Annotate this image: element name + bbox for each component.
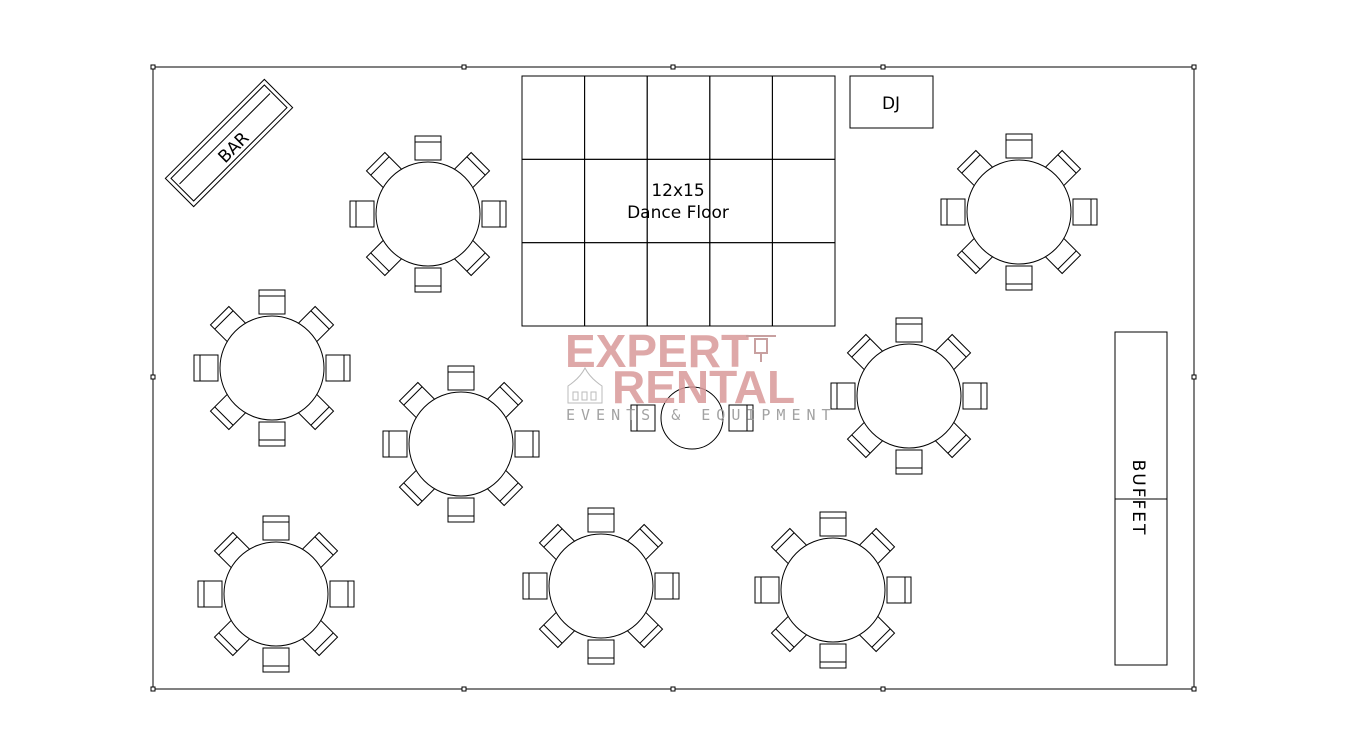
- chair[interactable]: [587, 507, 615, 533]
- tent-pole-marker: [150, 686, 156, 692]
- round-table[interactable]: [830, 317, 988, 475]
- chair[interactable]: [962, 382, 988, 410]
- tent-pole-marker: [150, 374, 156, 380]
- chair[interactable]: [587, 639, 615, 665]
- chair[interactable]: [447, 497, 475, 523]
- dance-floor-panel: [771, 75, 836, 160]
- tent-pole-marker: [880, 686, 886, 692]
- tent-pole-marker: [670, 686, 676, 692]
- chair[interactable]: [258, 289, 286, 315]
- logo-text-expert: EXPERT: [565, 325, 749, 377]
- round-table[interactable]: [382, 365, 540, 523]
- chair[interactable]: [630, 404, 656, 432]
- chair[interactable]: [258, 421, 286, 447]
- chair[interactable]: [262, 515, 290, 541]
- chair[interactable]: [728, 404, 754, 432]
- jackhammer-logo-icon: [746, 335, 776, 362]
- dance-floor-panel: [584, 242, 648, 327]
- tent-outline: [150, 64, 1197, 692]
- dance-floor[interactable]: [521, 75, 836, 327]
- chair[interactable]: [886, 576, 912, 604]
- table-top: [219, 315, 325, 421]
- table-top: [660, 386, 724, 450]
- dance-floor-label: Dance Floor: [627, 203, 729, 223]
- dance-floor-panel: [646, 158, 711, 244]
- chair[interactable]: [197, 580, 223, 608]
- table-top: [408, 391, 514, 497]
- tables: [193, 133, 1098, 673]
- table-top: [375, 161, 481, 267]
- chair[interactable]: [1005, 265, 1033, 291]
- dance-floor-panel: [521, 242, 586, 327]
- tent-pole-marker: [461, 64, 467, 70]
- table-top: [548, 533, 654, 639]
- buffet[interactable]: BUFFET: [1114, 331, 1168, 666]
- table-top: [966, 159, 1072, 265]
- tent-logo-icon: [567, 366, 603, 404]
- chair[interactable]: [1072, 198, 1098, 226]
- round-table[interactable]: [193, 289, 351, 447]
- dance-floor-panel: [521, 75, 586, 160]
- chair[interactable]: [819, 643, 847, 669]
- dance-floor-panel: [771, 158, 836, 244]
- dance-floor-panel: [709, 158, 773, 244]
- round-table[interactable]: [349, 135, 507, 293]
- chair[interactable]: [329, 580, 355, 608]
- dance-floor-panel: [709, 242, 773, 327]
- chair[interactable]: [447, 365, 475, 391]
- buffet-label: BUFFET: [1128, 460, 1148, 537]
- dj-label: DJ: [882, 94, 900, 114]
- tent-pole-marker: [670, 64, 676, 70]
- chair[interactable]: [858, 527, 896, 565]
- chair[interactable]: [895, 317, 923, 343]
- chair[interactable]: [514, 430, 540, 458]
- chair[interactable]: [325, 354, 351, 382]
- dance-floor-panel: [646, 75, 711, 160]
- tent-pole-marker: [1191, 686, 1197, 692]
- chair[interactable]: [830, 382, 856, 410]
- tent-pole-marker: [880, 64, 886, 70]
- chair[interactable]: [481, 200, 507, 228]
- round-table[interactable]: [940, 133, 1098, 291]
- chair[interactable]: [193, 354, 219, 382]
- small-round-table[interactable]: [630, 386, 754, 450]
- logo-text-rental: RENTAL: [612, 361, 795, 413]
- table-top: [856, 343, 962, 449]
- chair[interactable]: [414, 267, 442, 293]
- chair[interactable]: [522, 572, 548, 600]
- chair[interactable]: [940, 198, 966, 226]
- chair[interactable]: [209, 393, 247, 431]
- bar-label: BAR: [214, 128, 253, 167]
- dance-floor-panel: [521, 158, 586, 244]
- watermark-logo: EXPERT RENTAL EVENTS & EQUIPMENT: [565, 325, 837, 424]
- round-table[interactable]: [522, 507, 680, 665]
- dj-booth[interactable]: DJ: [849, 75, 934, 129]
- dance-floor-size: 12x15: [651, 181, 704, 201]
- chair[interactable]: [382, 430, 408, 458]
- bar[interactable]: BAR: [164, 78, 294, 208]
- chair[interactable]: [754, 576, 780, 604]
- chair[interactable]: [414, 135, 442, 161]
- dance-floor-panel: [709, 75, 773, 160]
- tent-pole-marker: [1191, 374, 1197, 380]
- chair[interactable]: [895, 449, 923, 475]
- table-top: [780, 537, 886, 643]
- dance-floor-panel: [584, 158, 648, 244]
- tent-pole-marker: [150, 64, 156, 70]
- round-table[interactable]: [754, 511, 912, 669]
- chair[interactable]: [349, 200, 375, 228]
- chair[interactable]: [819, 511, 847, 537]
- tent-pole-marker: [461, 686, 467, 692]
- round-table[interactable]: [197, 515, 355, 673]
- logo-text-tagline: EVENTS & EQUIPMENT: [566, 406, 837, 424]
- dance-floor-panel: [584, 75, 648, 160]
- chair[interactable]: [262, 647, 290, 673]
- dance-floor-panel: [646, 242, 711, 327]
- chair[interactable]: [1005, 133, 1033, 159]
- tent-pole-marker: [1191, 64, 1197, 70]
- chair[interactable]: [654, 572, 680, 600]
- table-top: [223, 541, 329, 647]
- dance-floor-panel: [771, 242, 836, 327]
